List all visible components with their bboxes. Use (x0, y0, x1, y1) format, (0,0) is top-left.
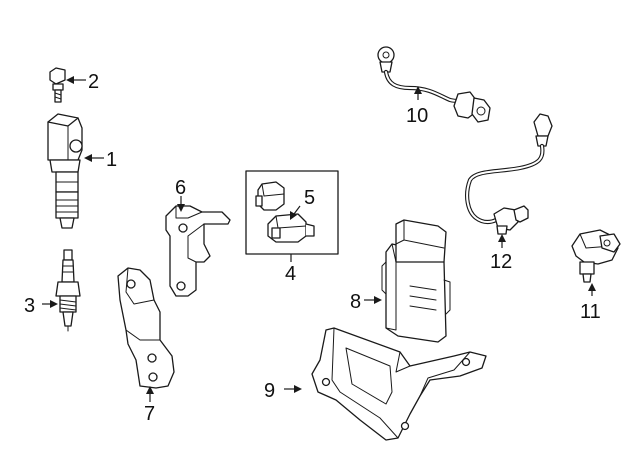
sensor-kit-box[interactable] (245, 170, 339, 255)
ecu-part[interactable] (381, 219, 451, 343)
cam-sensor-part[interactable] (571, 229, 621, 283)
callout-7: 7 (144, 403, 155, 425)
leader-lines (42, 76, 596, 402)
ignition-coil-part[interactable] (47, 113, 83, 229)
callout-10: 10 (406, 105, 428, 127)
ecu-bracket-part[interactable] (311, 327, 487, 441)
bracket-lower-part[interactable] (117, 267, 175, 389)
callout-2: 2 (88, 71, 99, 93)
callout-4: 4 (285, 263, 296, 285)
callout-12: 12 (490, 251, 512, 273)
callout-5: 5 (304, 187, 315, 209)
spark-plug-part[interactable] (55, 249, 81, 332)
callout-9: 9 (264, 380, 275, 402)
callout-8: 8 (350, 291, 361, 313)
callout-1: 1 (106, 149, 117, 171)
callout-11: 11 (580, 301, 601, 323)
knock-sensor-part[interactable] (377, 46, 491, 123)
bracket-upper-part[interactable] (165, 205, 231, 297)
callout-6: 6 (175, 177, 186, 199)
callout-3: 3 (24, 295, 35, 317)
bolt-part[interactable] (49, 67, 66, 103)
sensor-harness-part[interactable] (465, 113, 553, 235)
